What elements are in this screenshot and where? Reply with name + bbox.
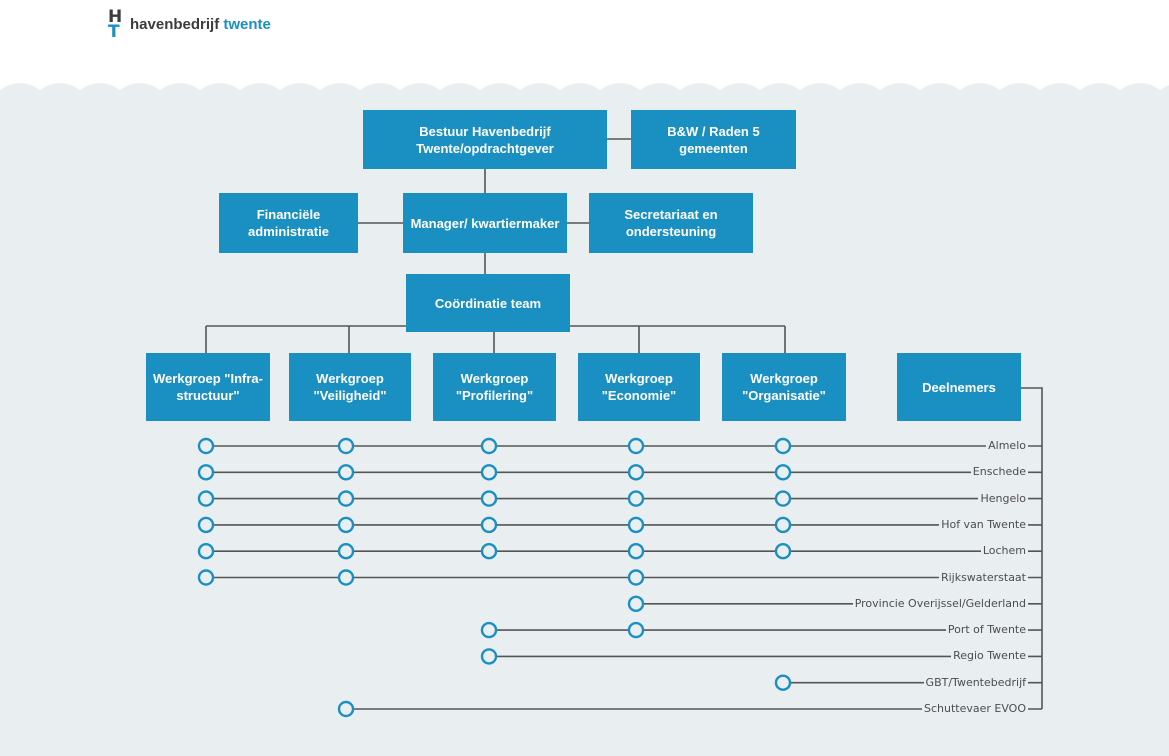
logo-mark-t: T: [108, 22, 120, 42]
workgroup-infrastructuur: Werkgroep "Infra-structuur": [146, 353, 270, 421]
participant-label: Enschede: [970, 465, 1028, 480]
membership-marker: [627, 569, 645, 586]
workgroup-economie: Werkgroep "Economie": [578, 353, 700, 421]
membership-marker: [337, 700, 355, 718]
finance-box: Financiële administratie: [219, 193, 358, 253]
participant-label: Hengelo: [978, 491, 1028, 506]
membership-marker: [337, 543, 355, 560]
participant-label: Provincie Overijssel/Gelderland: [852, 596, 1028, 611]
participant-label: Regio Twente: [951, 649, 1028, 664]
membership-marker: [627, 543, 645, 560]
membership-marker: [480, 621, 498, 639]
membership-marker: [627, 437, 645, 455]
membership-marker: [480, 648, 498, 665]
membership-marker: [774, 543, 792, 560]
membership-marker: [197, 490, 215, 507]
councils-box: B&W / Raden 5 gemeenten: [631, 110, 796, 169]
membership-marker: [774, 674, 792, 691]
membership-marker: [197, 516, 215, 534]
membership-marker: [337, 516, 355, 534]
participant-label: GBT/Twentebedrijf: [923, 675, 1028, 690]
membership-marker: [337, 569, 355, 586]
membership-marker: [627, 516, 645, 534]
membership-marker: [627, 621, 645, 639]
membership-marker: [774, 516, 792, 534]
coordination-box: Coördinatie team: [406, 274, 570, 332]
logo-text: havenbedrijf twente: [130, 16, 271, 33]
brand-name: havenbedrijf: [130, 16, 220, 33]
membership-marker: [774, 437, 792, 455]
membership-marker: [480, 516, 498, 534]
membership-marker: [337, 490, 355, 507]
membership-marker: [480, 464, 498, 481]
brand-region: twente: [223, 16, 271, 33]
header: H T havenbedrijf twente: [0, 0, 1169, 95]
membership-marker: [480, 490, 498, 507]
membership-marker: [197, 437, 215, 455]
participant-label: Rijkswaterstaat: [938, 570, 1028, 585]
logo-mark-h: H: [108, 7, 123, 27]
membership-marker: [774, 490, 792, 507]
workgroup-veiligheid: Werkgroep "Veiligheid": [289, 353, 411, 421]
membership-marker: [480, 543, 498, 560]
secretariat-box: Secretariaat en ondersteuning: [589, 193, 753, 253]
logo-mark: H T: [108, 7, 124, 42]
participants-box: Deelnemers: [897, 353, 1021, 421]
membership-marker: [627, 595, 645, 612]
membership-marker: [197, 464, 215, 481]
membership-marker: [627, 490, 645, 507]
participants-bracket: [1021, 387, 1043, 709]
membership-marker: [627, 464, 645, 481]
membership-marker: [337, 437, 355, 455]
membership-marker: [197, 543, 215, 560]
membership-marker: [774, 464, 792, 481]
participant-label: Almelo: [986, 439, 1028, 453]
membership-marker: [197, 569, 215, 586]
board-box: Bestuur Havenbedrijf Twente/opdrachtgeve…: [363, 110, 607, 169]
workgroup-organisatie: Werkgroep "Organisatie": [722, 353, 846, 421]
membership-marker: [337, 464, 355, 481]
participant-label: Hof van Twente: [939, 517, 1028, 532]
participant-label: Schuttevaer EVOO: [921, 702, 1028, 716]
participant-label: Lochem: [980, 544, 1028, 559]
manager-box: Manager/ kwartiermaker: [403, 193, 567, 253]
workgroup-profilering: Werkgroep "Profilering": [433, 353, 556, 421]
membership-marker: [480, 437, 498, 455]
participant-label: Port of Twente: [945, 623, 1028, 638]
